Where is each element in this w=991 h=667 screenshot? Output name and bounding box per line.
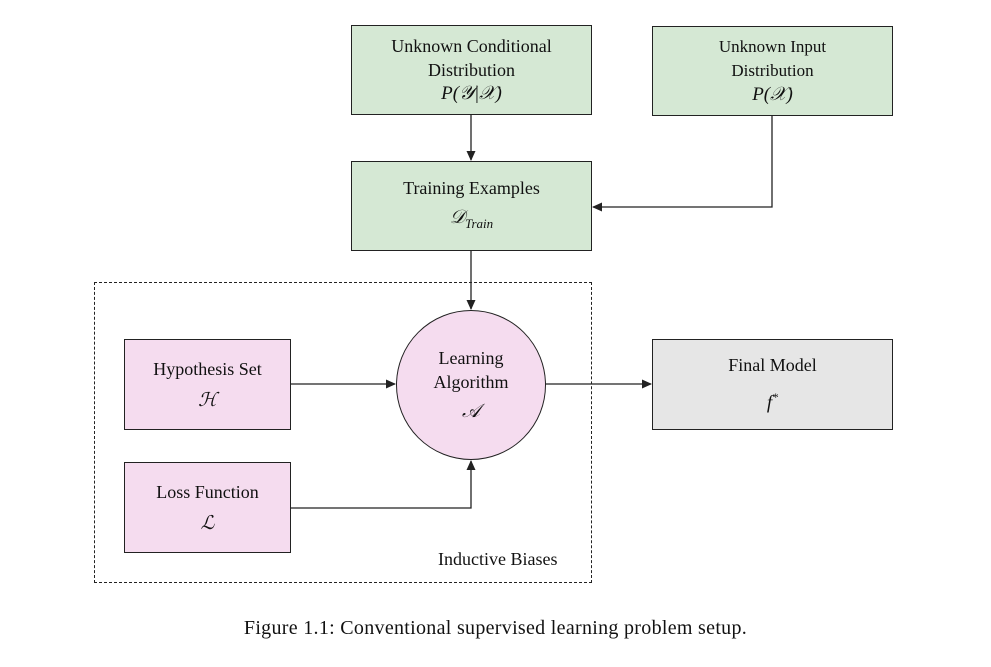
node-label-line: Unknown Input: [718, 37, 827, 56]
conditional-distribution-node: Unknown Conditional Distribution P(𝒴|𝒳): [351, 25, 592, 115]
node-symbol: ℋ: [198, 389, 217, 411]
node-label-line: Loss Function: [156, 481, 259, 502]
node-label-line: Hypothesis Set: [153, 358, 262, 379]
training-examples-node: Training Examples 𝒟Train: [351, 161, 592, 251]
hypothesis-set-node: Hypothesis Set ℋ: [124, 339, 291, 430]
input-distribution-node: Unknown Input Distribution P(𝒳): [652, 26, 893, 116]
edge-input-to-training: [592, 116, 773, 212]
loss-function-node: Loss Function ℒ: [124, 462, 291, 553]
node-label-line: Distribution: [731, 61, 814, 80]
node-symbol: 𝒟Train: [450, 206, 493, 236]
edge-loss-to-algorithm: [291, 460, 476, 509]
node-label-line: Distribution: [427, 60, 515, 80]
learning-algorithm-node: Learning Algorithm 𝒜: [396, 310, 546, 460]
inductive-biases-label: Inductive Biases: [438, 549, 558, 569]
symbol-subscript: Train: [464, 215, 494, 231]
node-symbol: 𝒜: [462, 401, 480, 422]
node-label-line: Algorithm: [433, 372, 509, 392]
node-symbol: f*: [767, 385, 778, 415]
node-label-line: Unknown Conditional: [391, 36, 552, 56]
figure-caption: Figure 1.1: Conventional supervised lear…: [243, 617, 748, 639]
final-model-node: Final Model f*: [652, 339, 893, 430]
symbol-main: 𝒟: [449, 207, 465, 229]
node-label-line: Final Model: [728, 355, 817, 376]
node-symbol: P(𝒳): [752, 84, 793, 105]
symbol-superscript: *: [772, 390, 779, 405]
node-symbol: ℒ: [200, 512, 215, 534]
symbol-main: f: [766, 392, 773, 414]
node-label-line: Training Examples: [403, 178, 540, 199]
node-label-line: Learning: [438, 348, 504, 368]
inductive-biases-group: [94, 282, 592, 583]
node-symbol: P(𝒴|𝒳): [441, 83, 502, 104]
